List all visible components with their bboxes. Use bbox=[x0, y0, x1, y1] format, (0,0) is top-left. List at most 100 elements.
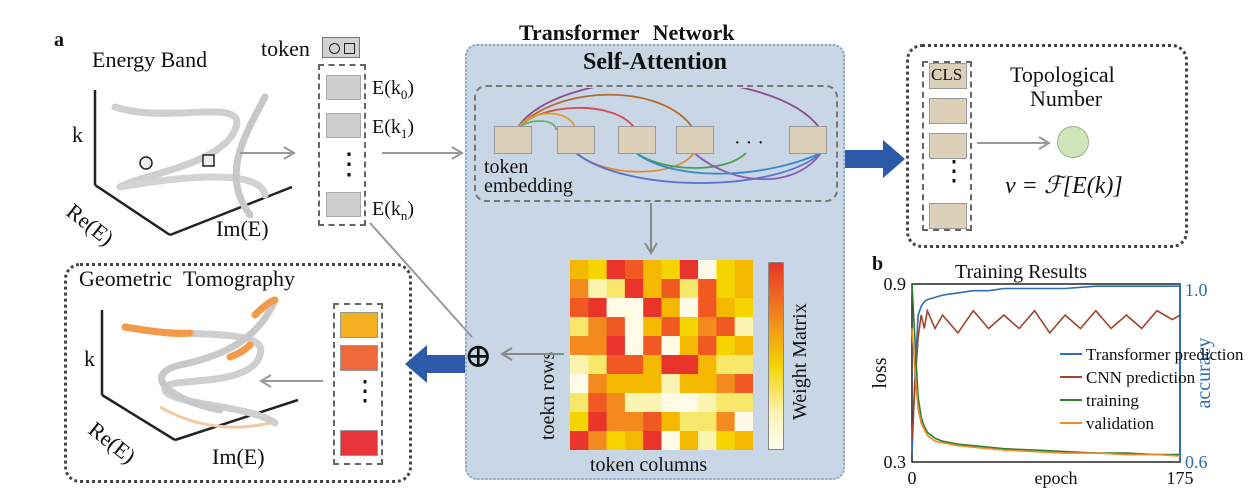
heatmap-cell bbox=[624, 279, 644, 299]
heatmap-cell bbox=[698, 393, 717, 413]
heatmap-cell bbox=[606, 431, 626, 450]
heatmap-cell bbox=[698, 260, 717, 280]
token-label-0: E(k0) bbox=[372, 77, 415, 102]
topo-token-1 bbox=[929, 98, 967, 124]
heatmap-cell bbox=[716, 298, 736, 318]
heatmap-cell bbox=[643, 336, 662, 356]
heatmap-cell bbox=[606, 317, 626, 337]
heatmap-cell bbox=[698, 298, 717, 318]
heatmap-cell bbox=[624, 336, 644, 356]
heatmap-cell bbox=[570, 336, 589, 356]
token-glyph bbox=[322, 37, 360, 58]
heatmap-cell bbox=[570, 431, 589, 450]
heatmap-cell bbox=[570, 393, 589, 413]
heatmap-cell bbox=[679, 298, 699, 318]
heatmap-cell bbox=[606, 374, 626, 394]
heatmap-cell bbox=[716, 393, 736, 413]
heatmap-cell bbox=[734, 298, 753, 318]
heatmap-cell bbox=[606, 355, 626, 375]
heatmap-cell bbox=[679, 260, 699, 280]
heatmap-cell bbox=[643, 260, 662, 280]
embedding-label-2: embedding bbox=[484, 175, 573, 197]
energy-band-im-label: Im(E) bbox=[216, 216, 269, 241]
heatmap-cell bbox=[624, 317, 644, 337]
self-attention-title: Self-Attention bbox=[583, 49, 727, 75]
heatmap-cell bbox=[679, 355, 699, 375]
heatmap-cell bbox=[570, 260, 589, 280]
heatmap-cell bbox=[679, 317, 699, 337]
token-square-icon bbox=[344, 43, 355, 54]
embedding-token-1 bbox=[557, 126, 595, 154]
heatmap-cell bbox=[698, 317, 717, 337]
heatmap-cols-label: token columns bbox=[590, 454, 708, 476]
legend-label: Transformer prediction bbox=[1086, 345, 1244, 364]
heatmap-cell bbox=[679, 374, 699, 394]
arrow-band-to-tokens bbox=[240, 146, 296, 160]
attention-box bbox=[474, 85, 838, 202]
cls-token-list bbox=[922, 61, 972, 231]
cls-token bbox=[929, 63, 967, 89]
y-right-tick-bottom: 0.6 bbox=[1185, 452, 1208, 472]
heatmap-cell bbox=[716, 336, 736, 356]
heatmap-cell bbox=[661, 412, 681, 432]
heatmap-cell bbox=[698, 355, 717, 375]
tomo-color-n bbox=[340, 430, 378, 456]
heatmap-cell bbox=[716, 412, 736, 432]
heatmap-cell bbox=[679, 412, 699, 432]
heatmap-cell bbox=[716, 317, 736, 337]
heatmap-cell bbox=[698, 279, 717, 299]
heatmap-cell bbox=[588, 393, 607, 413]
embedding-token-n bbox=[789, 126, 827, 154]
heatmap-cell bbox=[698, 336, 717, 356]
topo-ellipsis: ⋮ bbox=[940, 156, 968, 187]
chart-title: Training Results bbox=[955, 261, 1088, 283]
x-tick-175: 175 bbox=[1167, 468, 1194, 488]
heatmap-rows-label: toekn rows bbox=[537, 351, 559, 440]
embedding-ellipsis: · · · bbox=[734, 132, 764, 154]
token-circle-icon bbox=[329, 43, 340, 54]
tomography-im-label: Im(E) bbox=[212, 444, 265, 469]
attention-arcs bbox=[515, 88, 822, 184]
tomography-title: Geometric Tomography bbox=[79, 266, 296, 291]
heatmap-cell bbox=[643, 412, 662, 432]
heatmap-cell bbox=[588, 298, 607, 318]
heatmap-cell bbox=[624, 431, 644, 450]
legend-label: training bbox=[1086, 391, 1139, 410]
weight-colorbar-label: Weight Matrix bbox=[789, 303, 811, 420]
cls-label: CLS bbox=[931, 65, 963, 84]
weight-colorbar bbox=[768, 262, 784, 450]
heatmap-cell bbox=[679, 336, 699, 356]
heatmap-cell bbox=[624, 393, 644, 413]
heatmap-cell bbox=[588, 279, 607, 299]
embedding-token-3 bbox=[676, 126, 714, 154]
heatmap-cell bbox=[661, 317, 681, 337]
token-cell-1 bbox=[326, 113, 361, 138]
heatmap-cell bbox=[570, 298, 589, 318]
heatmap-cell bbox=[643, 355, 662, 375]
energy-band-plot bbox=[93, 90, 293, 237]
tomo-color-0 bbox=[340, 312, 378, 338]
heatmap-cell bbox=[734, 393, 753, 413]
x-tick-0: 0 bbox=[908, 468, 917, 488]
heatmap-cell bbox=[661, 279, 681, 299]
x-axis-label: epoch bbox=[1035, 468, 1078, 488]
heatmap-cell bbox=[716, 279, 736, 299]
topological-box bbox=[906, 44, 1188, 248]
heatmap-cell bbox=[570, 374, 589, 394]
heatmap-cell bbox=[661, 393, 681, 413]
heatmap-cell bbox=[698, 412, 717, 432]
energy-band-title: Energy Band bbox=[92, 47, 208, 72]
heatmap-cell bbox=[606, 298, 626, 318]
heatmap-cell bbox=[734, 374, 753, 394]
heatmap-cell bbox=[734, 279, 753, 299]
oplus-symbol: ⊕ bbox=[464, 338, 493, 375]
panel-a-label: a bbox=[54, 29, 64, 51]
heatmap-cell bbox=[661, 374, 681, 394]
heatmap-cell bbox=[570, 317, 589, 337]
series-validation bbox=[911, 328, 1181, 457]
heatmap-cell bbox=[588, 355, 607, 375]
panel-b-label: b bbox=[872, 253, 884, 275]
heatmap-cell bbox=[661, 336, 681, 356]
topological-title-2: Number bbox=[1030, 86, 1103, 111]
energy-band-k-label: k bbox=[72, 122, 83, 147]
